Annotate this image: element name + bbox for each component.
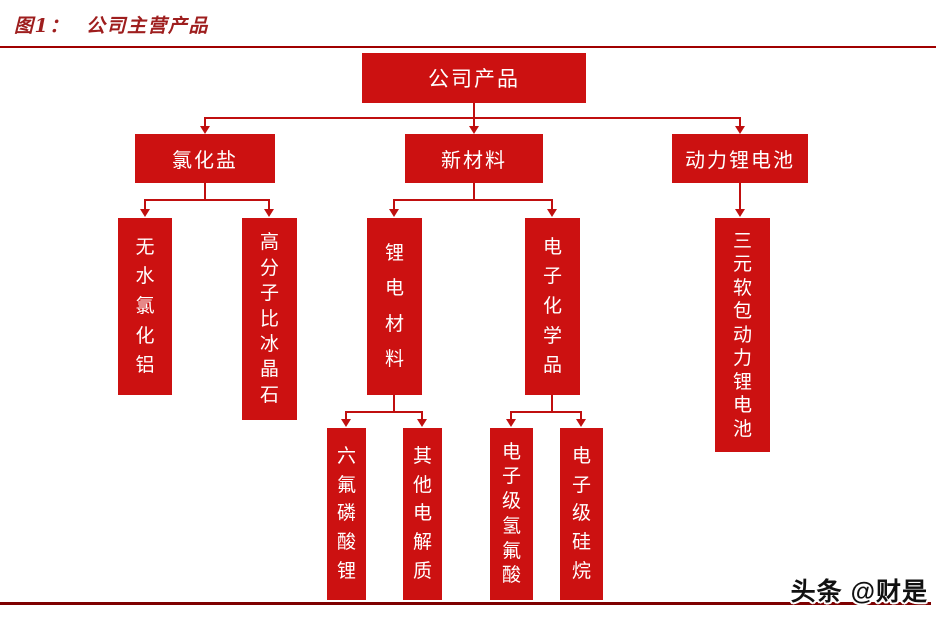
node-power-lithium-battery: 动力锂电池 — [672, 134, 808, 183]
watermark: 头条 @财是 — [790, 578, 928, 606]
node-anhydrous-aluminum-chloride: 无水氯化铝 — [118, 218, 172, 395]
node-lithium-battery-materials: 锂电材料 — [367, 218, 422, 395]
node-ternary-soft-pack-power-lithium-battery: 三元软包动力锂电池 — [715, 218, 770, 452]
bottom-rule — [0, 602, 931, 605]
node-lithium-hexafluorophosphate: 六氟磷酸锂 — [327, 428, 366, 600]
node-electronic-grade-hydrofluoric-acid: 电子级氢氟酸 — [490, 428, 533, 600]
node-other-electrolytes: 其他电解质 — [403, 428, 442, 600]
node-electronic-grade-silane: 电子级硅烷 — [560, 428, 603, 600]
figure-title: 图1： 公司主营产品 — [14, 15, 209, 37]
node-company-products: 公司产品 — [362, 53, 586, 103]
top-rule — [0, 46, 936, 48]
node-chloride-salts: 氯化盐 — [135, 134, 275, 183]
node-new-materials: 新材料 — [405, 134, 543, 183]
node-electronic-chemicals: 电子化学品 — [525, 218, 580, 395]
node-high-molecular-ratio-cryolite: 高分子比冰晶石 — [242, 218, 297, 420]
